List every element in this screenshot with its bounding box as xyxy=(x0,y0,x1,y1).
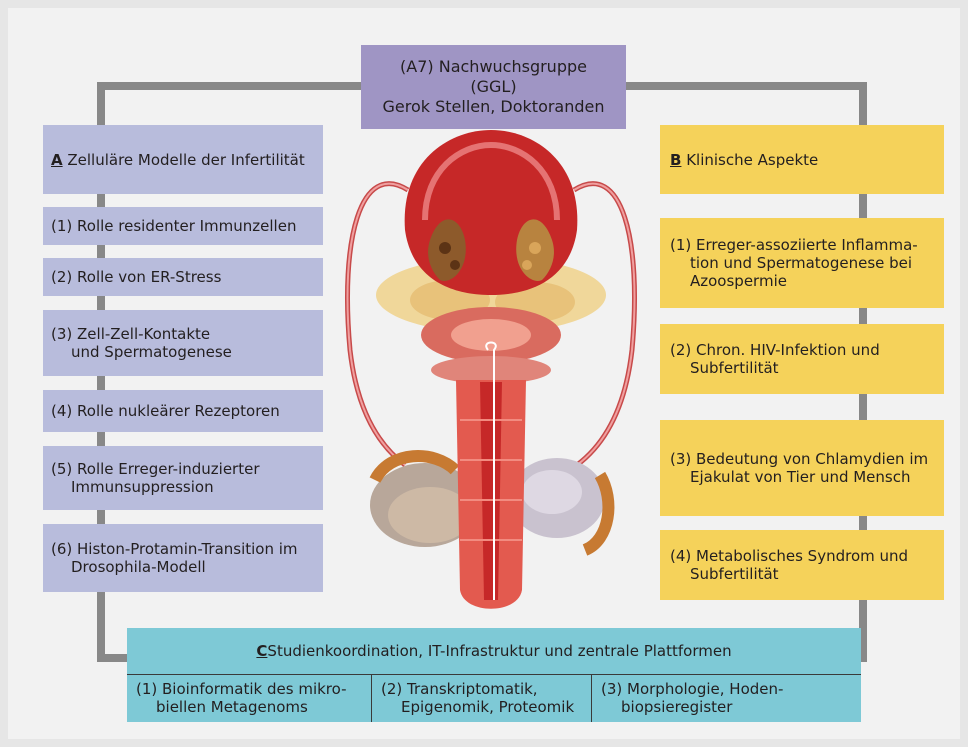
section-b-item-3: (3) Bedeutung von Chlamydien im Ejakulat… xyxy=(660,420,944,516)
section-a-letter: A xyxy=(51,151,63,169)
section-a-title: Zelluläre Modelle der Infertilität xyxy=(63,151,305,169)
section-c-box: C Studienkoordination, IT-Infrastruktur … xyxy=(127,628,861,722)
junior-research-group-box: (A7) Nachwuchsgruppe (GGL) Gerok Stellen… xyxy=(361,45,626,129)
section-c-item-3: (3) Morphologie, Hoden-biopsieregister xyxy=(592,677,861,719)
section-b-item-1: (1) Erreger-assoziierte Inflamma-tion un… xyxy=(660,218,944,308)
section-a-item-3: (3) Zell-Zell-Kontakte und Spermatogenes… xyxy=(43,310,323,376)
top-box-line-3: Gerok Stellen, Doktoranden xyxy=(382,97,604,117)
section-b-header: B Klinische Aspekte xyxy=(660,125,944,194)
section-c-item-1: (1) Bioinformatik des mikro-biellen Meta… xyxy=(127,677,371,719)
section-c-divider xyxy=(127,674,861,675)
section-a-item-5: (5) Rolle Erreger-induzierter Immunsuppr… xyxy=(43,446,323,510)
top-box-line-2: (GGL) xyxy=(470,77,516,97)
bladder xyxy=(405,130,578,295)
section-a-item-4: (4) Rolle nukleärer Rezeptoren xyxy=(43,390,323,432)
top-box-line-1: (A7) Nachwuchsgruppe xyxy=(400,57,587,77)
penis xyxy=(456,343,526,609)
vas-deferens-right xyxy=(574,184,635,465)
section-a-item-1: (1) Rolle residenter Immunzellen xyxy=(43,207,323,245)
section-c-letter: C xyxy=(256,642,267,660)
section-c-title: Studienkoordination, IT-Infrastruktur un… xyxy=(267,642,731,660)
section-b-title: Klinische Aspekte xyxy=(681,151,818,169)
vas-deferens-left xyxy=(347,184,408,465)
section-c-item-2: (2) Transkriptomatik, Epigenomik, Proteo… xyxy=(372,677,591,719)
section-b-item-4: (4) Metabolisches Syndrom und Subfertili… xyxy=(660,530,944,600)
anatomy-illustration xyxy=(330,120,652,620)
section-c-header: C Studienkoordination, IT-Infrastruktur … xyxy=(127,628,861,674)
prostate xyxy=(421,307,561,384)
section-a-header: A Zelluläre Modelle der Infertilität xyxy=(43,125,323,194)
section-b-letter: B xyxy=(670,151,681,169)
section-a-item-2: (2) Rolle von ER-Stress xyxy=(43,258,323,296)
section-a-item-6: (6) Histon-Protamin-Transition im Drosop… xyxy=(43,524,323,592)
section-b-item-2: (2) Chron. HIV-Infektion und Subfertilit… xyxy=(660,324,944,394)
